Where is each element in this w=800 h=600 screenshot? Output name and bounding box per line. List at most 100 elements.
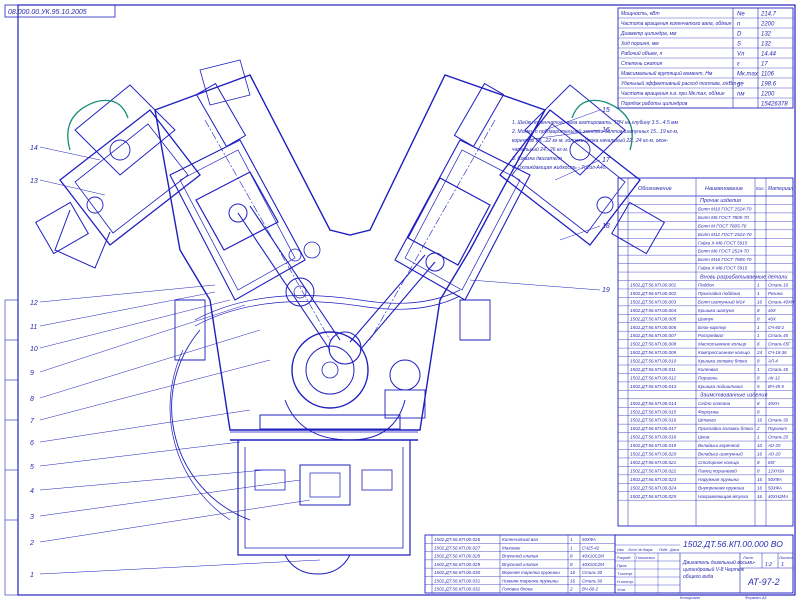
callout-4: 4 (30, 488, 34, 495)
parts-row-name: Болт М6 ГОСТ 7805-70 (698, 215, 749, 220)
spec-value: 1200 (761, 92, 775, 98)
bottom-row-material: Сталь 30 (582, 570, 603, 575)
parts-row-material: 50ХФА (768, 485, 782, 490)
parts-row-material: Сталь 65Г (768, 342, 791, 347)
technical-notes: 1. Шейки коленчатого вала азотировать. Т… (511, 119, 679, 171)
format-label: Формат А1 (745, 595, 767, 600)
parts-row-name: Палец поршневой (698, 467, 737, 473)
parts-row-code: 1502.ДТ.56.КП.00.002 (630, 291, 677, 296)
callout-12: 12 (30, 300, 38, 307)
parts-row-code: 1502.ДТ.56.КП.00.009 (630, 350, 677, 355)
parts-row-code: 1502.ДТ.56.КП.00.022 (630, 468, 677, 473)
parts-row-material: АО-20 (767, 443, 781, 448)
parts-row-qty: 5 (757, 384, 760, 389)
bottom-row-qty: 8 (570, 562, 573, 567)
bottom-row-code: 1502.ДТ.56.КП.00.027 (434, 545, 481, 550)
spec-symbol: Vл (737, 52, 745, 58)
parts-row-material: 40ХН2МА (768, 494, 788, 499)
spec-label: Ход поршня, мм (620, 41, 659, 47)
leader-lines (39, 109, 601, 575)
callout-16: 16 (602, 127, 610, 134)
drawing-title-line-3: общего вида (683, 574, 713, 580)
group-code: АТ-97-2 (747, 577, 780, 587)
parts-row-code: 1502.ДТ.56.КП.00.013 (630, 384, 677, 389)
callout-11: 11 (30, 324, 37, 331)
copied-label: Копировал (680, 595, 701, 600)
parts-row-code: 1502.ДТ.56.КП.00.024 (630, 485, 677, 490)
col-head-change: Изм. (617, 548, 624, 552)
spec-value: 198.6 (761, 82, 777, 88)
parts-row-code: 1502.ДТ.56.КП.00.016 (630, 418, 677, 423)
bottom-row-material: 50ХФА (582, 537, 596, 542)
parts-header-qty: Кол. (756, 186, 765, 191)
col-head-sheet: Лист (627, 548, 637, 552)
parts-row-code: 1502.ДТ.56.КП.00.020 (630, 452, 677, 457)
parts-row-name: Гайка Х-М6-ГОСТ 5915 (698, 239, 748, 245)
parts-row-qty: 8 (757, 359, 760, 364)
engine-drawing (34, 59, 666, 575)
bottom-row-qty: 8 (570, 554, 573, 559)
spec-label: Диаметр цилиндра, мм (620, 31, 677, 37)
callout-1: 1 (30, 572, 34, 579)
parts-row-qty: 16 (757, 418, 763, 423)
oil-pan (237, 440, 411, 556)
parts-row-material: 65Г (768, 460, 776, 465)
parts-row-material: Сталь 20 (768, 435, 789, 440)
bottom-row-code: 1502.ДТ.56.КП.00.032 (434, 587, 481, 592)
spec-label: Частота вращения к.в. при Mк.max, об/мин (621, 91, 725, 97)
flywheel-contour (171, 329, 251, 521)
parts-row-code: 1502.ДТ.56.КП.00.019 (630, 443, 677, 448)
parts-row-code: 1502.ДТ.56.КП.00.003 (630, 299, 677, 304)
left-injector (195, 82, 247, 148)
callout-15: 15 (602, 107, 610, 114)
parts-row-qty: 8 (757, 460, 760, 465)
note-line-2: 2. Момент предварительной затяжки болтов… (511, 128, 678, 135)
parts-row-material: 50ХФА (768, 477, 782, 482)
parts-row-code: 1502.ДТ.56.КП.00.021 (630, 460, 677, 465)
right-cylinder (394, 139, 531, 301)
parts-section-title: Вновь разрабатываемые детали (700, 274, 787, 280)
parts-row-material: Резина (768, 291, 783, 296)
spec-label: Мощность, кВт (621, 11, 660, 17)
callout-18: 18 (602, 223, 610, 230)
parts-row-qty: 2 (756, 426, 760, 431)
parts-row-name: Внутренняя пружина (698, 485, 745, 490)
oil-pump (299, 464, 351, 506)
parts-row-name: Болт М10 ГОСТ 2524-70 (698, 206, 752, 211)
parts-row-material: СЧ-60-2 (768, 325, 785, 330)
bottom-row-qty: 16 (570, 578, 576, 583)
parts-row-qty: 1 (757, 325, 760, 330)
parts-row-code: 1502.ДТ.56.КП.00.010 (630, 359, 677, 364)
parts-row-qty: 1 (757, 333, 760, 338)
drawing-designation: 1502.ДТ.56.КП.00.000 ВО (683, 539, 783, 549)
sheet-label: Лист (742, 555, 754, 560)
callout-5: 5 (30, 464, 34, 471)
spec-symbol: ε (737, 62, 740, 68)
parts-row-name: Штанга (698, 418, 716, 423)
parts-row-qty: 1 (757, 291, 760, 296)
spec-label: Максимальный крутящий момент, Нм (621, 70, 713, 77)
callout-17: 17 (602, 157, 611, 164)
parts-row-name: Болт М12 ГОСТ 2524-70 (698, 232, 752, 237)
parts-row-material: 40Х (768, 308, 777, 313)
callout-9: 9 (30, 370, 34, 377)
parts-row-code: 1502.ДТ.56.КП.00.006 (630, 325, 677, 330)
parts-row-material: Сталь 45 (768, 367, 789, 372)
spec-label: Степень сжатия (621, 61, 662, 67)
parts-row-code: 1502.ДТ.56.КП.00.014 (630, 401, 677, 406)
spec-value: 132 (761, 32, 772, 38)
parts-row-qty: 8 (757, 401, 760, 406)
bottom-row-code: 1502.ДТ.56.КП.00.031 (434, 578, 481, 583)
spec-symbol: nм (737, 92, 744, 98)
spec-symbol: n (737, 22, 741, 28)
role-developer: Разраб. (617, 555, 631, 560)
parts-row-code: 1502.ДТ.56.КП.00.007 (630, 333, 677, 338)
parts-row-material: Сталь 30 (768, 418, 789, 423)
parts-row-qty: 8 (757, 468, 760, 473)
note-line-4: чательный 24...26 кг·м. (512, 146, 568, 153)
parts-row-name: Поддон (698, 283, 715, 288)
callout-8: 8 (30, 396, 34, 403)
right-piston (407, 177, 491, 266)
bottom-row-code: 1502.ДТ.56.КП.00.030 (434, 570, 481, 575)
spec-label: Частота вращения коленчатого вала, об/ми… (621, 21, 732, 27)
